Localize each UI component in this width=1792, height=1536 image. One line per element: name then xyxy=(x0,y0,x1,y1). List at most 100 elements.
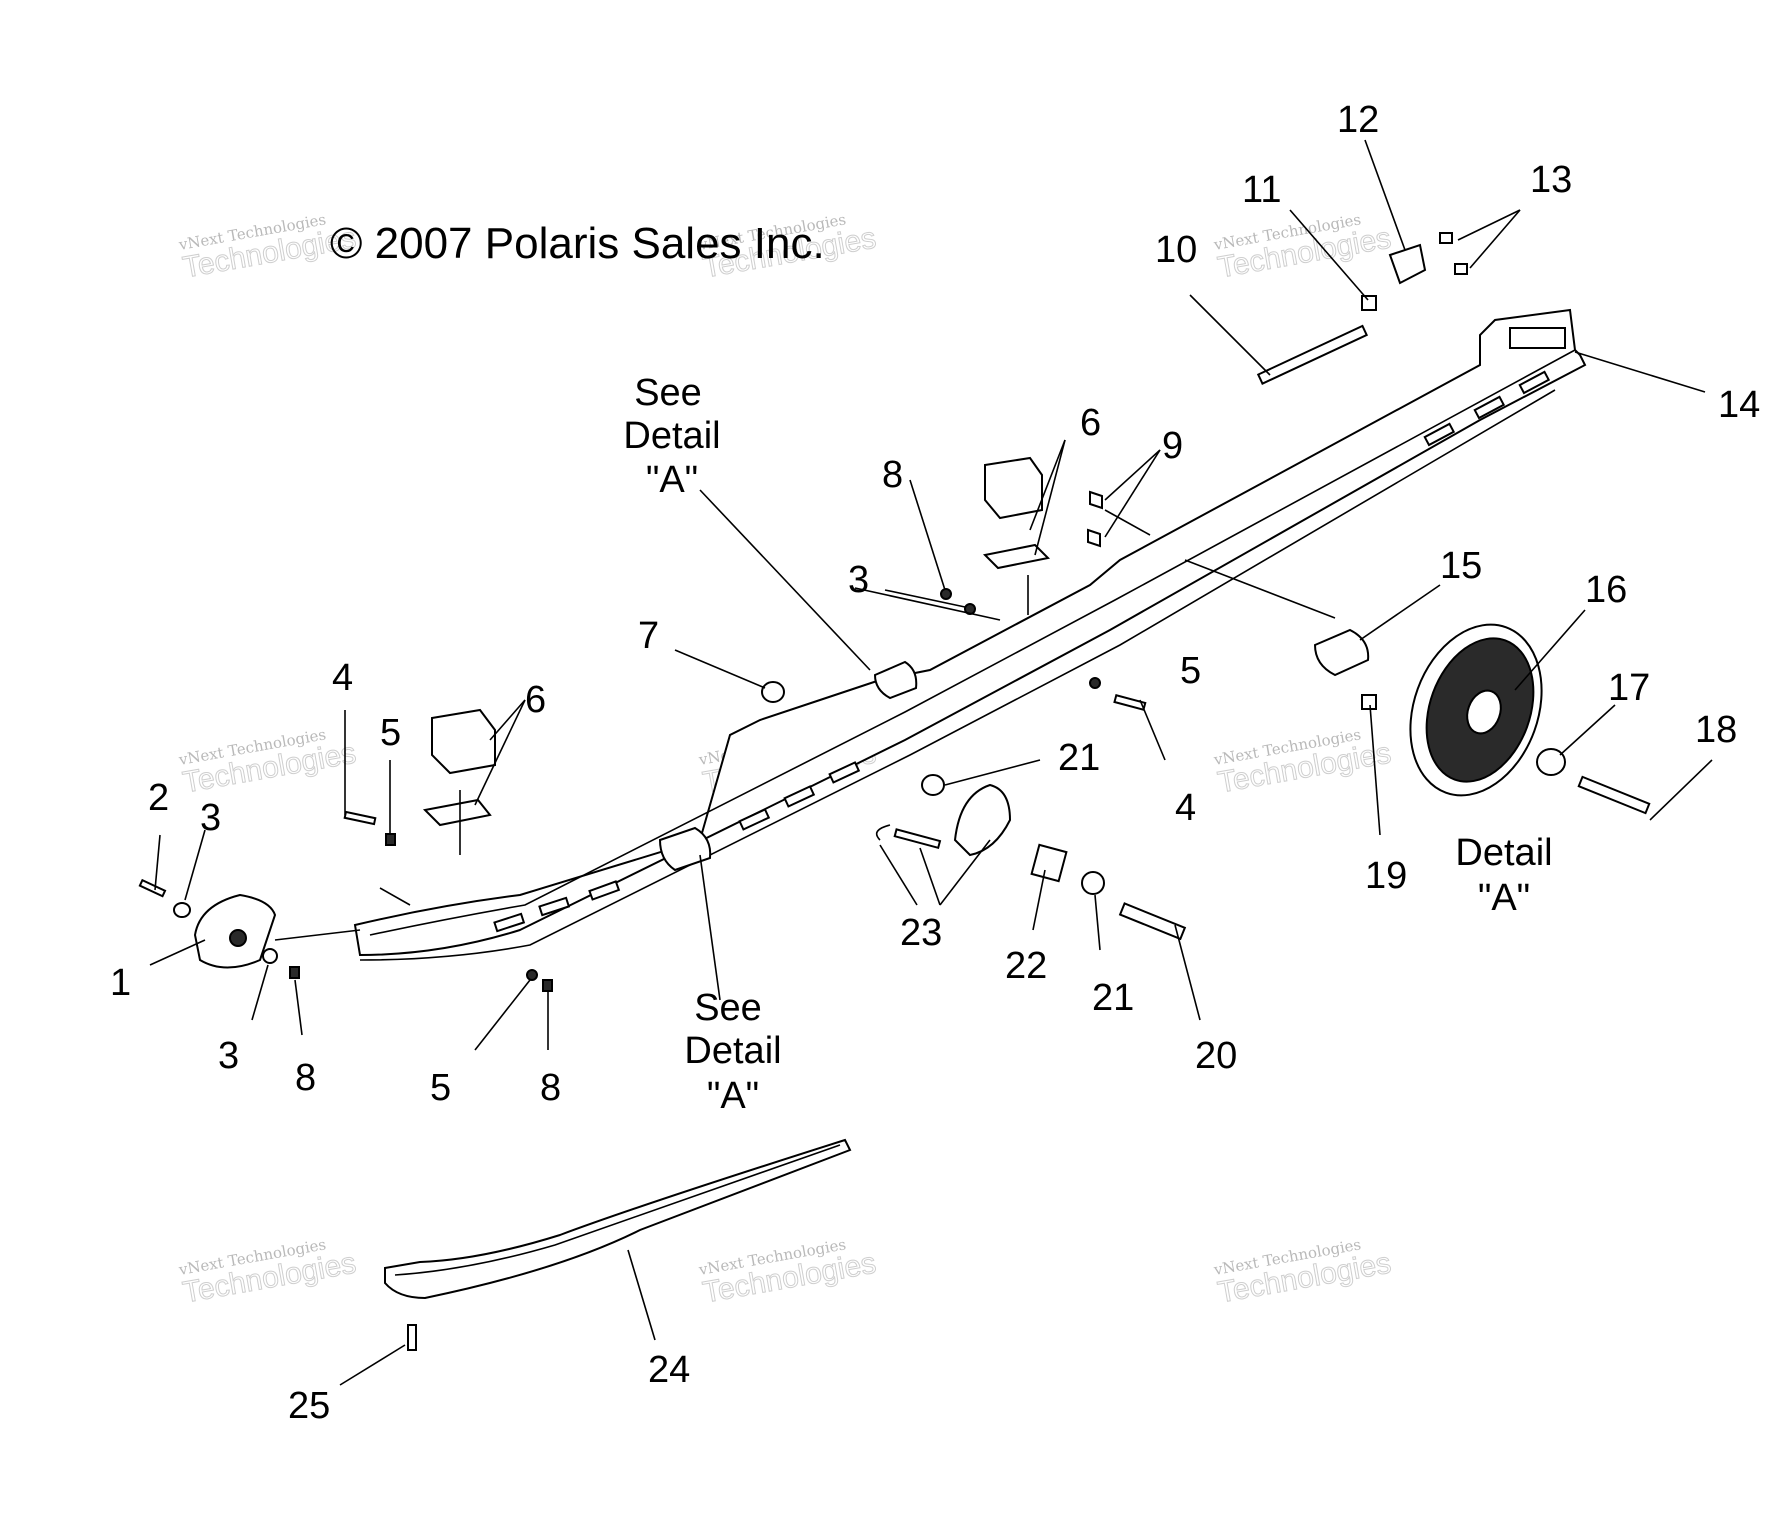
callout-4: 4 xyxy=(1175,787,1196,829)
washer-17 xyxy=(1536,748,1566,776)
bushings xyxy=(658,628,1370,872)
callout-11: 11 xyxy=(1242,169,1281,211)
callout-8: 8 xyxy=(882,454,903,496)
screw-2 xyxy=(138,878,167,898)
nut-11 xyxy=(1361,295,1377,311)
note-line: "A" xyxy=(1478,877,1530,919)
rail-slots xyxy=(493,327,1566,933)
rail-slot xyxy=(538,896,571,917)
callout-6: 6 xyxy=(525,679,546,721)
bolt-4 xyxy=(1113,693,1147,711)
note-line: "A" xyxy=(646,459,698,501)
callout-8: 8 xyxy=(540,1067,561,1109)
callout-12: 12 xyxy=(1337,99,1379,141)
callout-13: 13 xyxy=(1530,159,1572,201)
watermark: vNext Technologies Technologies xyxy=(177,725,359,800)
note-line: Detail xyxy=(623,415,720,457)
bolt-10 xyxy=(1256,324,1369,385)
rail-slot xyxy=(588,880,621,901)
nut-8 xyxy=(542,979,553,992)
watermark: vNext Technologies Technologies xyxy=(697,1235,879,1310)
callout-5: 5 xyxy=(430,1067,451,1109)
wear-bar-line xyxy=(394,1144,841,1276)
callout-21: 21 xyxy=(1058,737,1100,779)
rail-slot xyxy=(738,808,771,831)
screw-13 xyxy=(1439,232,1453,244)
watermark: vNext Technologies Technologies xyxy=(1212,1235,1394,1310)
bolt-4 xyxy=(343,810,377,826)
bolt-20 xyxy=(1118,902,1187,941)
nose-piece-hole xyxy=(229,929,247,947)
nut-5 xyxy=(526,969,538,981)
rail-lower-edge xyxy=(359,389,1556,961)
callouts: 1 2 3 3 3 4 4 5 5 5 6 6 7 8 8 8 9 10 11 … xyxy=(110,99,1760,1427)
copyright-text: © 2007 Polaris Sales Inc. xyxy=(330,219,825,268)
callout-14: 14 xyxy=(1718,384,1760,426)
callout-24: 24 xyxy=(648,1349,690,1391)
rail-upper-edge xyxy=(353,308,1587,957)
rail-slot xyxy=(1473,395,1506,420)
callout-17: 17 xyxy=(1608,667,1650,709)
washer-3 xyxy=(173,902,191,918)
callout-4: 4 xyxy=(332,657,353,699)
callout-19: 19 xyxy=(1365,855,1407,897)
callout-8: 8 xyxy=(295,1057,316,1099)
callout-9: 9 xyxy=(1162,425,1183,467)
callout-23: 23 xyxy=(900,912,942,954)
callout-3: 3 xyxy=(218,1035,239,1077)
bolt-18 xyxy=(1577,775,1651,815)
wheel-hub xyxy=(1466,689,1502,735)
bolt-19 xyxy=(1361,694,1377,710)
callout-15: 15 xyxy=(1440,545,1482,587)
callout-3: 3 xyxy=(848,559,869,601)
slide-lower xyxy=(422,798,492,827)
nut-9 xyxy=(1087,528,1101,548)
slide-upper xyxy=(431,708,496,775)
callout-3: 3 xyxy=(200,797,221,839)
callout-6: 6 xyxy=(1080,402,1101,444)
see-detail-bottom: See Detail "A" xyxy=(684,987,781,1117)
spacer-22 xyxy=(1030,843,1068,883)
idler-hub xyxy=(953,783,1012,857)
watermark: vNext Technologies Technologies xyxy=(1212,210,1394,285)
callout-25: 25 xyxy=(288,1385,330,1427)
washer-21 xyxy=(1081,871,1105,895)
callout-16: 16 xyxy=(1585,569,1627,611)
washer-21 xyxy=(921,774,945,796)
wheel-16 xyxy=(1409,623,1543,797)
callout-21: 21 xyxy=(1092,977,1134,1019)
bracket-12 xyxy=(1388,243,1427,285)
nut-8 xyxy=(289,966,300,979)
nut-8 xyxy=(940,588,952,600)
callout-22: 22 xyxy=(1005,945,1047,987)
note-line: See xyxy=(634,372,702,414)
wear-bar xyxy=(384,1138,852,1300)
watermark: vNext Technologies Technologies xyxy=(1212,725,1394,800)
detail-a: Detail "A" xyxy=(1455,832,1552,919)
note-line: Detail xyxy=(684,1030,781,1072)
rail-assembly xyxy=(353,308,1587,961)
rail-inner-line xyxy=(369,349,1576,936)
clip-23 xyxy=(875,824,891,841)
hardware xyxy=(138,232,1651,1351)
callout-7: 7 xyxy=(638,615,659,657)
bolt-23 xyxy=(893,828,942,850)
nut-7 xyxy=(761,681,785,703)
nut-5 xyxy=(385,833,396,846)
bushing xyxy=(873,660,918,700)
rail-slot xyxy=(1518,370,1551,395)
note-line: Detail xyxy=(1455,832,1552,874)
slide-lower xyxy=(982,543,1051,570)
callout-5: 5 xyxy=(380,712,401,754)
rivet-25-shank xyxy=(407,1324,417,1351)
washer-3 xyxy=(262,948,278,964)
slide-block xyxy=(422,456,1051,827)
watermark: vNext Technologies Technologies xyxy=(177,1235,359,1310)
rail-window xyxy=(1509,327,1566,349)
rail-slot xyxy=(783,785,816,808)
callout-1: 1 xyxy=(110,962,131,1004)
note-line: See xyxy=(694,987,762,1029)
rail-slot xyxy=(493,912,526,933)
bushing xyxy=(658,826,712,872)
